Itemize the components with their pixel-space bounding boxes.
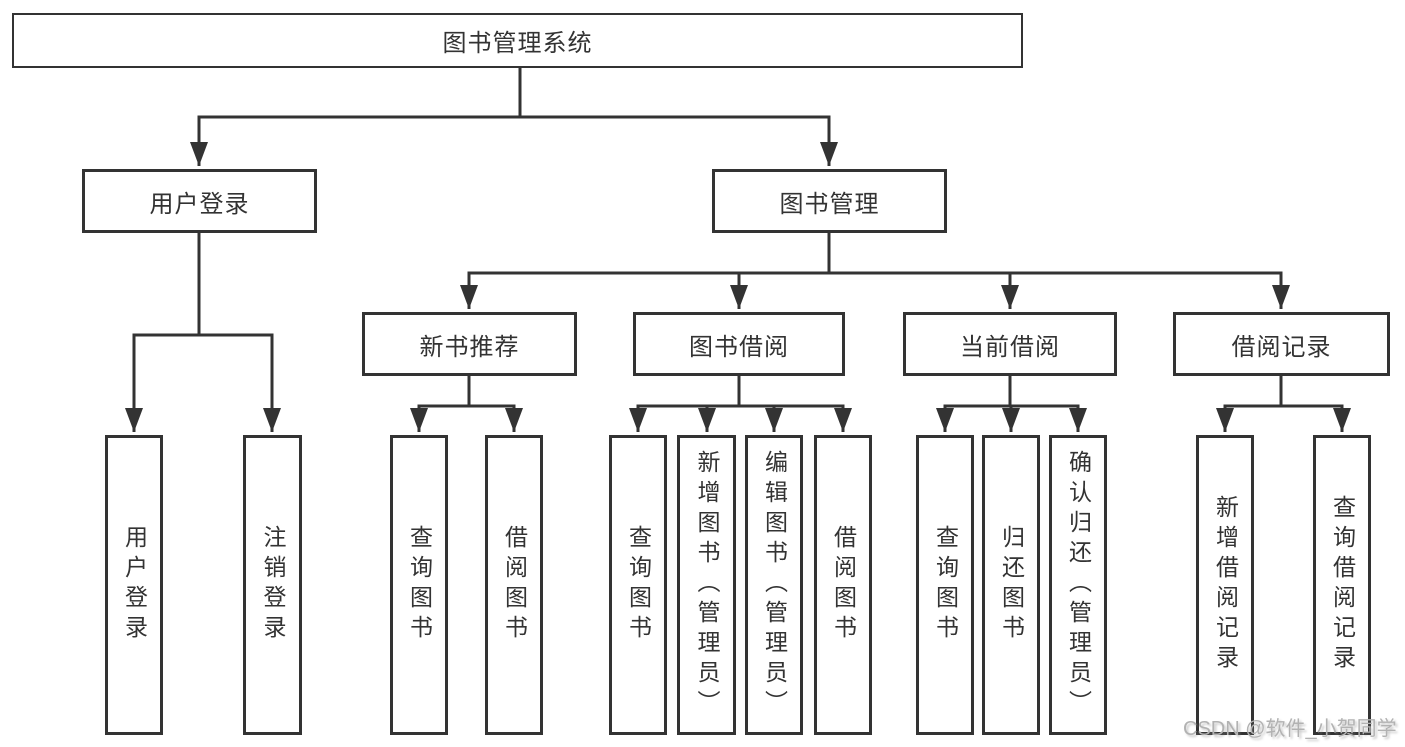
leaf-current-return-books-label: 归还图书 [998,525,1025,645]
diagram-node-user-login: 用户登录 [82,169,317,233]
leaf-current-return-books: 归还图书 [982,435,1040,735]
diagram-node-borrow-records: 借阅记录 [1173,312,1390,376]
leaf-borrow-query-books: 查询图书 [609,435,667,735]
user-login-label: 用户登录 [149,190,250,218]
leaf-newbook-borrow-books-label: 借阅图书 [501,525,528,645]
leaf-current-confirm-return-admin: 确认归还（管理员） [1049,435,1107,735]
leaf-newbook-borrow-books: 借阅图书 [485,435,543,735]
diagram-node-new-book-recommend: 新书推荐 [362,312,577,376]
leaf-newbook-query-books-label: 查询图书 [406,525,433,645]
leaf-logout-label: 注销登录 [260,525,286,645]
leaf-borrow-query-books-label: 查询图书 [625,525,652,645]
leaf-logout: 注销登录 [243,435,302,735]
leaf-current-query-books: 查询图书 [916,435,974,735]
leaf-records-add-record-label: 新增借阅记录 [1212,495,1239,675]
leaf-current-query-books-label: 查询图书 [932,525,959,645]
leaf-user-login-label: 用户登录 [121,525,148,645]
root-label: 图书管理系统 [442,30,593,57]
leaf-borrow-borrow-books-label: 借阅图书 [830,525,857,645]
leaf-borrow-edit-books-admin-label: 编辑图书（管理员） [761,450,788,720]
new-book-recommend-label: 新书推荐 [419,333,520,361]
book-management-label: 图书管理 [779,190,880,218]
borrow-records-label: 借阅记录 [1231,333,1332,361]
leaf-user-login: 用户登录 [105,435,163,735]
book-borrow-label: 图书借阅 [689,333,789,361]
leaf-records-query-record: 查询借阅记录 [1313,435,1371,735]
leaf-borrow-add-books-admin: 新增图书（管理员） [677,435,736,735]
leaf-borrow-edit-books-admin: 编辑图书（管理员） [745,435,803,735]
leaf-borrow-add-books-admin-label: 新增图书（管理员） [694,450,720,720]
leaf-records-add-record: 新增借阅记录 [1196,435,1254,735]
diagram-node-root: 图书管理系统 [12,13,1023,68]
diagram-node-book-management: 图书管理 [712,169,947,233]
diagram-node-book-borrow: 图书借阅 [633,312,845,376]
leaf-current-confirm-return-admin-label: 确认归还（管理员） [1065,450,1092,720]
current-borrow-label: 当前借阅 [960,333,1060,361]
leaf-borrow-borrow-books: 借阅图书 [814,435,872,735]
diagram-node-current-borrow: 当前借阅 [903,312,1117,376]
csdn-watermark: CSDN @软件_小贺同学 [1183,718,1397,740]
leaf-newbook-query-books: 查询图书 [390,435,448,735]
leaf-records-query-record-label: 查询借阅记录 [1329,495,1356,675]
